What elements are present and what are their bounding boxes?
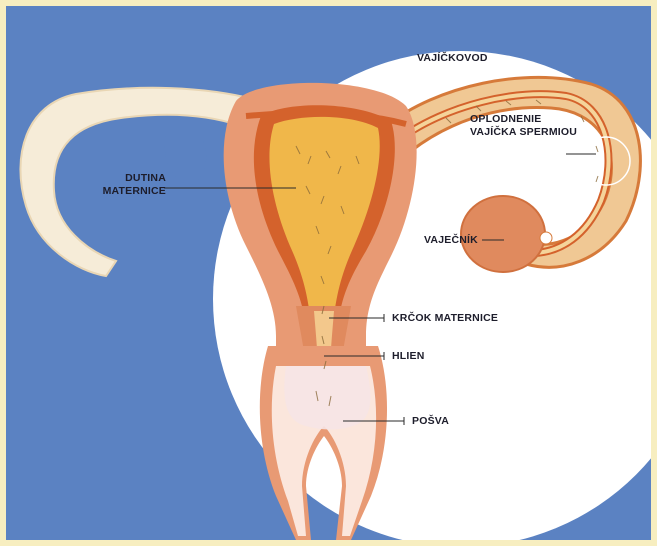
reproductive-system-diagram bbox=[6, 6, 651, 540]
label-cervix: KRČOK MATERNICE bbox=[392, 312, 498, 325]
label-mucus: HLIEN bbox=[392, 350, 425, 363]
label-fertilization-line1: OPLODNENIE bbox=[470, 113, 541, 126]
label-oviduct: VAJÍČKOVOD bbox=[417, 52, 488, 65]
label-vagina: POŠVA bbox=[412, 415, 449, 428]
diagram-frame: VAJÍČKOVOD OPLODNENIE VAJÍČKA SPERMIOU D… bbox=[6, 6, 651, 540]
label-uterine-cavity-line1: DUTINA bbox=[74, 172, 166, 185]
label-ovary: VAJEČNÍK bbox=[424, 234, 478, 247]
label-fertilization-line2: VAJÍČKA SPERMIOU bbox=[470, 126, 577, 139]
label-uterine-cavity-line2: MATERNICE bbox=[74, 185, 166, 198]
